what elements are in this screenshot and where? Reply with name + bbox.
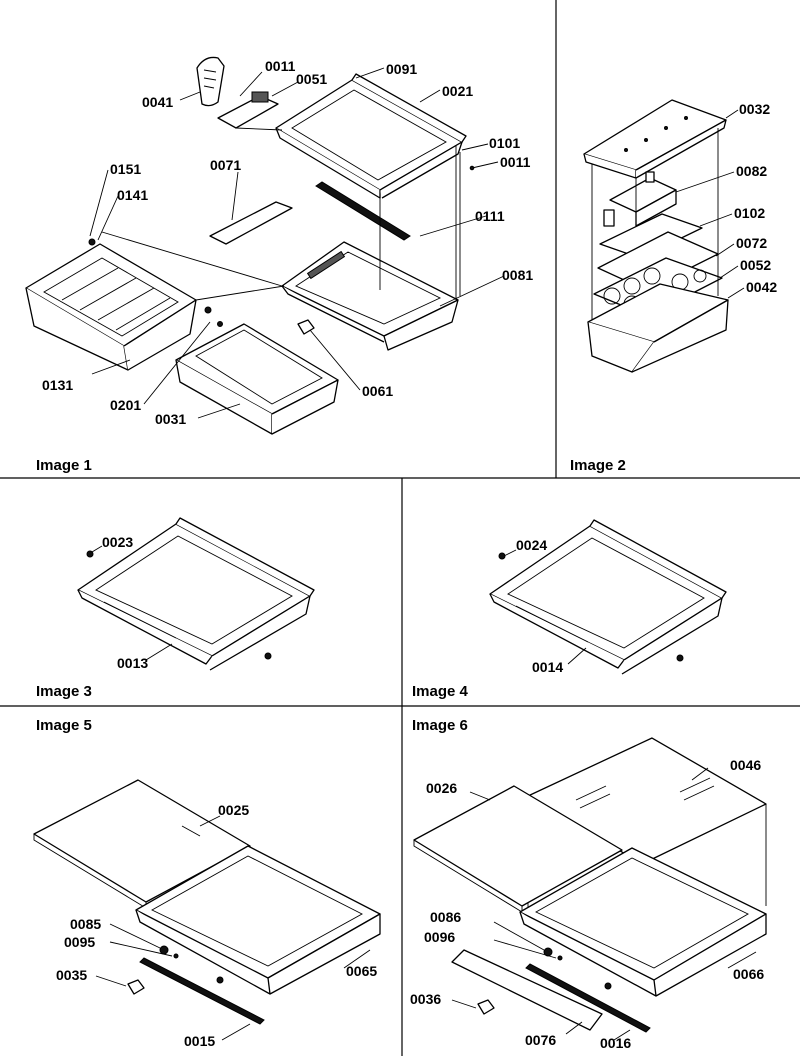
label-0076: 0076 xyxy=(525,1032,556,1048)
label-0091: 0091 xyxy=(386,61,417,77)
caption-image2: Image 2 xyxy=(570,457,626,474)
caption-image3: Image 3 xyxy=(36,683,92,700)
part-0065-drawing xyxy=(135,845,381,995)
label-0026: 0026 xyxy=(426,780,457,796)
part-0041-drawing xyxy=(196,56,279,129)
label-0031: 0031 xyxy=(155,411,186,427)
label-0015: 0015 xyxy=(184,1033,215,1049)
label-0101: 0101 xyxy=(489,135,520,151)
part-0014-drawing xyxy=(489,519,727,675)
part-0061-drawing xyxy=(297,319,315,335)
label-0111: 0111 xyxy=(475,208,505,224)
caption-image5: Image 5 xyxy=(36,717,92,734)
part-0016-drawing xyxy=(525,963,651,1033)
part-0081-drawing xyxy=(281,241,459,351)
label-0032: 0032 xyxy=(739,101,770,117)
label-0021: 0021 xyxy=(442,83,473,99)
label-0036: 0036 xyxy=(410,991,441,1007)
part-0095-drawing xyxy=(173,953,179,959)
part-0031-drawing xyxy=(175,323,339,435)
label-0102: 0102 xyxy=(734,205,765,221)
part-0201-drawing xyxy=(204,306,212,314)
panel-image5: 0025 0085 0095 0035 0065 0015 Image 5 xyxy=(33,717,381,1049)
label-0085: 0085 xyxy=(70,916,101,932)
panel-image1: 0011 0051 0091 0041 0021 0101 0011 0071 … xyxy=(25,56,533,474)
part-0085-drawing xyxy=(159,945,169,955)
part-0035-drawing xyxy=(127,979,145,995)
label-0151: 0151 xyxy=(110,161,141,177)
label-0201: 0201 xyxy=(110,397,141,413)
label-0072: 0072 xyxy=(736,235,767,251)
label-0061: 0061 xyxy=(362,383,393,399)
panel-image4: 0024 0014 Image 4 xyxy=(412,519,727,700)
label-0014: 0014 xyxy=(532,659,563,675)
label-0013: 0013 xyxy=(117,655,148,671)
panel-image6: 0046 0026 0086 0096 0036 0066 0076 0016 … xyxy=(410,717,767,1051)
label-0035: 0035 xyxy=(56,967,87,983)
part-0076-drawing xyxy=(451,949,603,1031)
label-0046: 0046 xyxy=(730,757,761,773)
label-0141: 0141 xyxy=(117,187,148,203)
label-0082: 0082 xyxy=(736,163,767,179)
label-0052: 0052 xyxy=(740,257,771,273)
label-0024: 0024 xyxy=(516,537,547,553)
label-0011-top: 0011 xyxy=(265,58,296,74)
label-0025: 0025 xyxy=(218,802,249,818)
label-0131: 0131 xyxy=(42,377,73,393)
part-0066-drawing xyxy=(519,847,767,997)
part-0013-drawing xyxy=(77,517,315,671)
label-0071: 0071 xyxy=(210,157,241,173)
caption-image4: Image 4 xyxy=(412,683,469,700)
label-0042: 0042 xyxy=(746,279,777,295)
part-0015-drawing xyxy=(139,957,265,1025)
part-0036-drawing xyxy=(477,999,495,1015)
part-0026-drawing xyxy=(413,785,623,913)
label-0066: 0066 xyxy=(733,966,764,982)
label-0096: 0096 xyxy=(424,929,455,945)
part-0111-drawing xyxy=(315,181,411,241)
panel-image3: 0023 0013 Image 3 xyxy=(36,517,315,700)
label-0081: 0081 xyxy=(502,267,533,283)
caption-image6: Image 6 xyxy=(412,717,468,734)
part-0071-drawing xyxy=(209,201,293,245)
label-0023: 0023 xyxy=(102,534,133,550)
part-0131-drawing xyxy=(25,238,197,371)
label-0095: 0095 xyxy=(64,934,95,950)
label-0086: 0086 xyxy=(430,909,461,925)
label-0041: 0041 xyxy=(142,94,173,110)
part-0096-drawing xyxy=(557,955,563,961)
label-0065: 0065 xyxy=(346,963,377,979)
caption-image1: Image 1 xyxy=(36,457,92,474)
part-0042-drawing xyxy=(587,283,729,373)
label-0051: 0051 xyxy=(296,71,327,87)
panel-image2: 0032 0082 0102 0072 0052 0042 Image 2 xyxy=(570,99,777,474)
part-0032-drawing xyxy=(583,99,727,179)
part-0021-drawing xyxy=(275,73,467,199)
part-0082-drawing xyxy=(603,171,677,227)
label-0016: 0016 xyxy=(600,1035,631,1051)
label-0011-right: 0011 xyxy=(500,154,531,170)
